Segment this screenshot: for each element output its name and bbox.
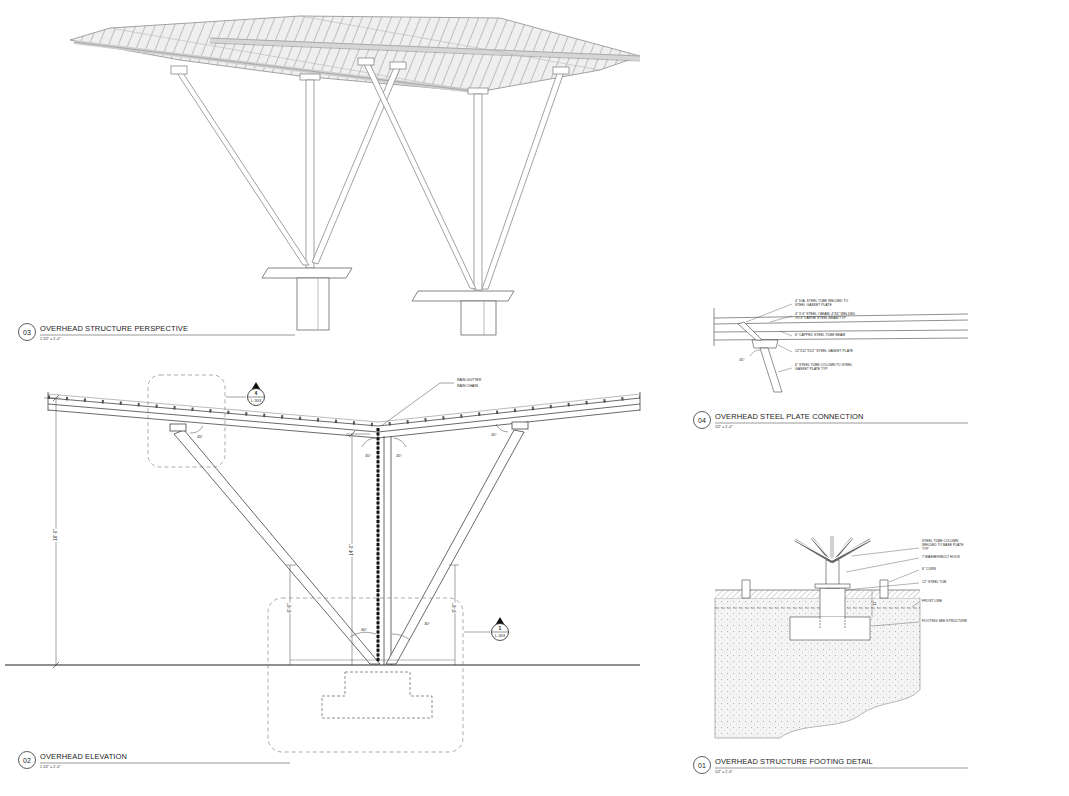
dimension-label: 6'-6": [452, 603, 457, 614]
scale-label: 1 1/2" = 1'-0": [40, 765, 61, 769]
label-anchor: 6" CAPPED STEEL TUBE BEAM: [795, 334, 859, 338]
angle-label: 30°: [424, 622, 430, 626]
view-number: 02: [23, 757, 31, 764]
view-number: 03: [23, 329, 31, 336]
angle-label: 45°: [197, 435, 203, 439]
label-anchor: 12" STEEL TUB: [922, 581, 968, 585]
view-title-text: OVERHEAD STEEL PLATE CONNECTION: [715, 413, 864, 421]
view-title-text: OVERHEAD ELEVATION: [40, 753, 127, 761]
label-anchor: 14'-0": [349, 543, 354, 556]
note-label: 4" X 6" STEEL I BEAM, 4"X6" WELDED TO 4"…: [795, 313, 859, 321]
label-anchor: 45°: [197, 435, 203, 439]
title-underline: [40, 763, 290, 764]
label-anchor: 1 1/2" = 1'-0": [40, 765, 61, 769]
note-label: RAIN CHAIN: [457, 384, 478, 388]
view-title: 02 OVERHEAD ELEVATION: [18, 751, 127, 769]
title-underline: [40, 335, 295, 336]
label-anchor: 6" STEEL TUBE COLUMN TO STEEL GASKET PLA…: [795, 364, 859, 372]
angle-label: 60°: [361, 628, 367, 632]
footing-detail: [715, 536, 920, 738]
section-callout: 1L-303: [491, 623, 509, 641]
label-anchor: FOOTING SEE STRUCTURE: [922, 620, 968, 624]
angle-label: 45°: [491, 433, 497, 437]
view-number-circle: 03: [18, 323, 36, 341]
view-number: 04: [698, 417, 706, 424]
label-anchor: 16'-0": [53, 528, 58, 541]
label-anchor: 6'-6": [452, 603, 457, 614]
view-number-circle: 01: [693, 756, 711, 774]
section-callout: 4L-303: [247, 388, 265, 406]
label-anchor: 45°: [396, 454, 402, 458]
label-anchor: 30°: [424, 622, 430, 626]
note-label: 6" CURB: [922, 568, 968, 572]
scale-label: 1/2" = 1'-0": [715, 425, 733, 429]
label-anchor: 12"X12"X1/2" STEEL GASKET PLATE: [795, 350, 859, 354]
perspective-view: [70, 16, 640, 335]
view-number-circle: 04: [693, 411, 711, 429]
note-label: STEEL TUBE COLUMN WELDED TO BASE PLATE T…: [922, 540, 968, 552]
label-anchor: 1/2" = 1'-0": [715, 425, 733, 429]
dimension-label: 12": [874, 600, 878, 607]
label-anchor: 45°: [365, 454, 371, 458]
note-label: 7 WASHER/BOLT HOOK: [922, 556, 968, 560]
note-label: 4" DIA. STEEL TUBE WELDED TO STEEL GASKE…: [795, 300, 859, 308]
view-number: 01: [698, 762, 706, 769]
label-anchor: 45°: [739, 358, 744, 362]
view-number-circle: 02: [18, 751, 36, 769]
scale-label: 1/2" = 1'-0": [715, 770, 733, 774]
note-label: RAIN GUTTER: [457, 378, 481, 382]
view-title-text: OVERHEAD STRUCTURE PERSPECTIVE: [40, 325, 188, 333]
title-underline: [715, 423, 968, 424]
angle-label: 45°: [396, 454, 402, 458]
sheet-number: L-303: [251, 399, 261, 403]
note-label: FOOTING SEE STRUCTURE: [922, 620, 968, 624]
label-anchor: 45°: [491, 433, 497, 437]
note-label: FROST LINE: [922, 600, 968, 604]
callout-number: 1: [499, 625, 502, 630]
label-anchor: 6'-6": [287, 603, 292, 614]
note-label: 6" STEEL TUBE COLUMN TO STEEL GASKET PLA…: [795, 364, 859, 372]
connection-detail: [714, 304, 968, 392]
angle-label: 45°: [365, 454, 371, 458]
dimension-label: 14'-0": [349, 543, 354, 556]
label-anchor: 12": [874, 600, 878, 607]
view-title-text: OVERHEAD STRUCTURE FOOTING DETAIL: [715, 758, 873, 766]
callout-number: 4: [255, 390, 258, 395]
note-label: 12" STEEL TUB: [922, 581, 968, 585]
label-anchor: 4" X 6" STEEL I BEAM, 4"X6" WELDED TO 4"…: [795, 313, 859, 321]
elevation-view: [5, 375, 640, 752]
label-anchor: RAIN GUTTER: [457, 378, 481, 382]
angle-label: 45°: [739, 358, 744, 362]
label-anchor: STEEL TUBE COLUMN WELDED TO BASE PLATE T…: [922, 540, 968, 552]
label-anchor: 7 WASHER/BOLT HOOK: [922, 556, 968, 560]
scale-label: 1 1/2" = 1'-0": [40, 337, 61, 341]
label-anchor: 1/2" = 1'-0": [715, 770, 733, 774]
dimension-label: 6'-6": [287, 603, 292, 614]
title-underline: [715, 768, 968, 769]
dimension-label: 16'-0": [53, 528, 58, 541]
label-anchor: 1 1/2" = 1'-0": [40, 337, 61, 341]
note-label: 12"X12"X1/2" STEEL GASKET PLATE: [795, 350, 859, 354]
label-anchor: 4" DIA. STEEL TUBE WELDED TO STEEL GASKE…: [795, 300, 859, 308]
label-anchor: FROST LINE: [922, 600, 968, 604]
sheet-number: L-303: [495, 634, 505, 638]
label-anchor: 60°: [361, 628, 367, 632]
label-anchor: 6" CURB: [922, 568, 968, 572]
label-anchor: RAIN CHAIN: [457, 384, 478, 388]
note-label: 6" CAPPED STEEL TUBE BEAM: [795, 334, 859, 338]
